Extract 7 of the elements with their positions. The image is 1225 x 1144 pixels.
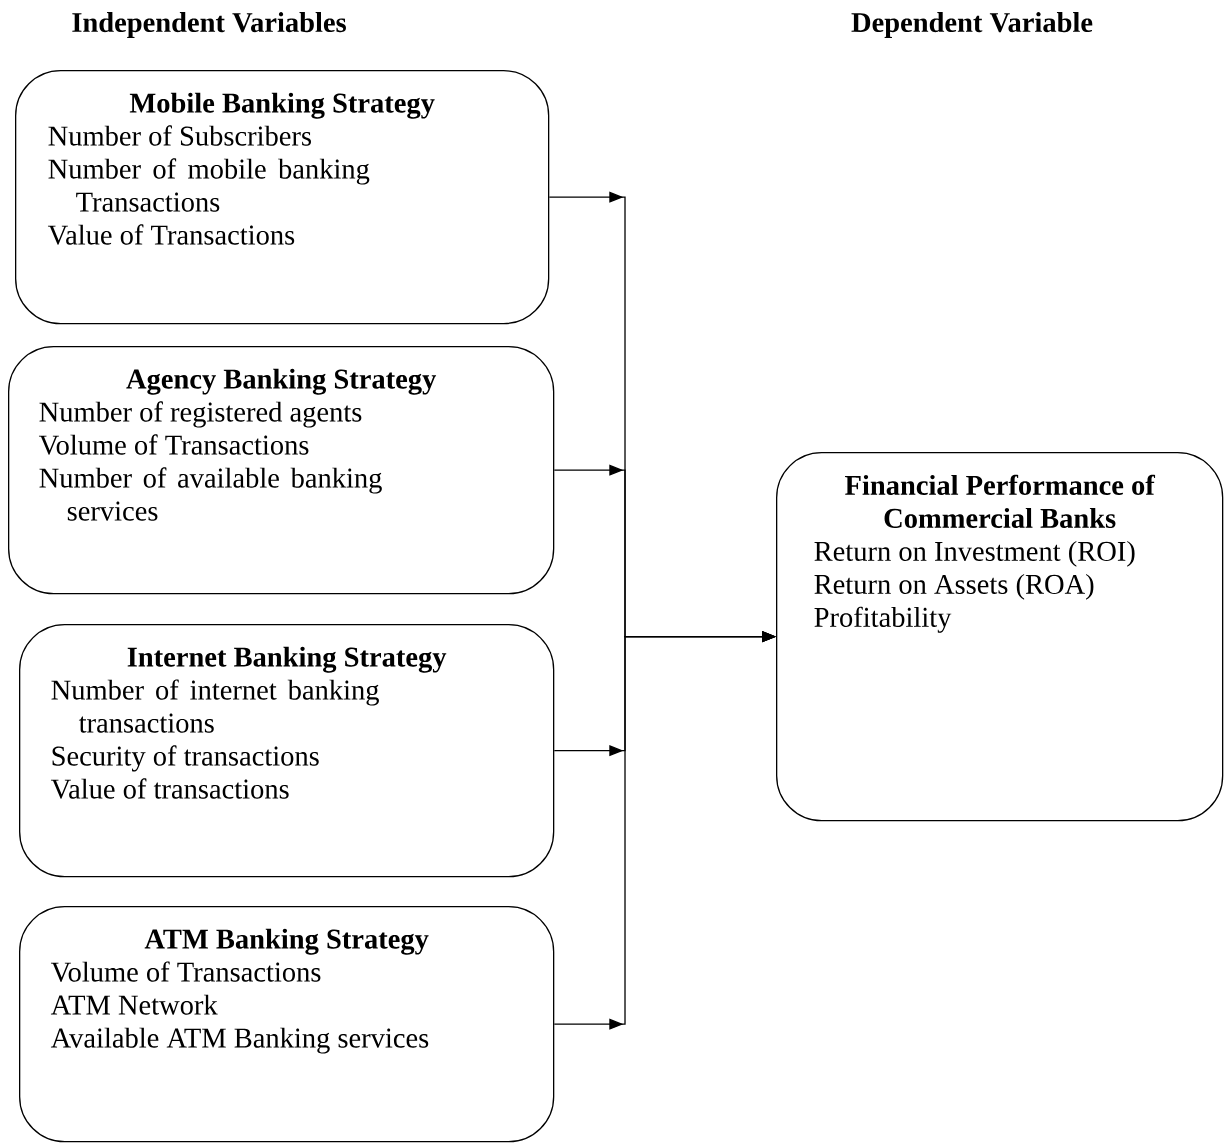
column-heading: Independent Variables <box>72 12 346 38</box>
variable-box: Internet Banking Strategy Number of internet banking transactions Security of transactions Value of transactions <box>19 624 555 878</box>
variable-box: Financial Performance of Commercial Banks Return on Investment (ROI) Return on Assets (ROA) Profitability <box>776 452 1224 822</box>
variable-box: ATM Banking Strategy Volume of Transactions ATM Network Available ATM Banking services <box>19 906 555 1143</box>
variable-box: Agency Banking Strategy Number of registered agents Volume of Transactions Number of available banking services <box>8 346 555 595</box>
variable-box: Mobile Banking Strategy Number of Subscribers Number of mobile banking Transactions Value of Transactions <box>15 70 550 325</box>
column-heading: Dependent Variable <box>851 12 1093 38</box>
